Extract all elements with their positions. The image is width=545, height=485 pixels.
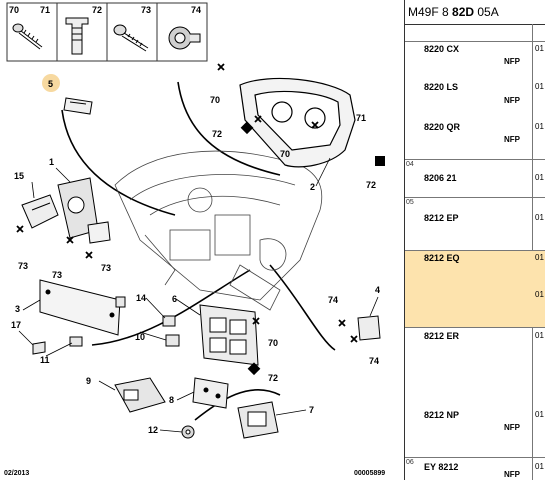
part-ref[interactable]: 8220 QR [424,122,461,132]
callout-10: 10 [135,332,145,342]
callout-71: 71 [356,113,366,123]
icon-strip-label-72: 72 [92,5,102,15]
callout-9: 9 [86,376,91,386]
ref-code-main: 82D [452,5,475,19]
part-tag: NFP [504,135,520,144]
part-4-clip [357,315,381,341]
callout-badge [42,74,60,92]
callout-2: 2 [310,182,315,192]
callout-1: 1 [49,157,54,167]
screw-icon [113,24,149,52]
screw-icon [12,23,43,50]
callout-17: 17 [11,320,21,330]
dashboard-outline [114,150,323,311]
footer-date: 02/2013 [4,470,29,477]
ref-code-prefix: M49F 8 [408,5,453,19]
part-tag: NFP [504,57,520,66]
callout-3: 3 [15,304,20,314]
callout-70: 70 [268,338,278,348]
part-tag: NFP [504,423,520,432]
list-group: 06 [405,457,545,481]
callout-11: 11 [40,355,50,365]
part-qty: 01 [535,44,544,53]
part-ref[interactable]: 8212 NP [424,410,460,420]
callout-74: 74 [369,356,379,366]
list-item-selected[interactable] [405,250,545,328]
fastener-markers [16,63,385,376]
group-index: 04 [406,161,414,168]
part-ref[interactable]: 8220 CX [424,44,460,54]
part-6-switch-panel [199,304,259,366]
reference-header: M49F 8 82D 05A [405,0,545,25]
callout-72: 72 [366,180,376,190]
part-ref[interactable]: 8212 EP [424,213,459,223]
icon-strip-label-70: 70 [9,5,19,15]
part-ref[interactable]: 8220 LS [424,82,459,92]
callout-73: 73 [101,263,111,273]
part-5-tab [63,97,93,115]
group-index: 05 [406,199,414,206]
part-12-knob [181,425,195,439]
pointer-lines [18,157,379,433]
part-qty: 01 [535,462,544,471]
part-9-console [114,377,166,413]
part-8-bracket [192,377,229,409]
part-qty: 01 [535,410,544,419]
callout-70: 70 [210,95,220,105]
icon-strip: 70 71 72 73 74 [6,2,208,62]
list-group: 04 [405,159,545,198]
ref-code-suffix: 05A [474,5,499,19]
part-qty: 01 [535,213,544,222]
callout-6: 6 [172,294,177,304]
icon-strip-label-74: 74 [191,5,201,15]
small-clips [32,296,180,355]
diagram-svg: 70 71 72 73 74 5 [4,2,385,477]
callout-70: 70 [280,149,290,159]
parts-list-panel: M49F 8 82D 05A 8220 CX NFP 01 8220 LS NF… [404,0,545,480]
part-1-duct [57,177,111,244]
part-qty: 01 [535,331,544,340]
callout-72: 72 [268,373,278,383]
part-ref[interactable]: 8212 EQ [424,253,460,263]
callout-4: 4 [375,285,380,295]
callout-5: 5 [48,79,53,89]
group-index: 06 [406,459,414,466]
part-qty: 01 [535,290,544,299]
list-group [405,41,545,160]
part-tag: NFP [504,96,520,105]
footer-ref: 00005899 [354,470,385,477]
callout-8: 8 [169,395,174,405]
part-tag: NFP [504,470,520,479]
callout-73: 73 [52,270,62,280]
part-15-bracket [21,194,59,229]
cluster-surround [239,77,356,168]
part-ref[interactable]: 8206 21 [424,173,457,183]
part-qty: 01 [535,82,544,91]
icon-strip-label-71: 71 [40,5,50,15]
part-qty: 01 [535,253,544,262]
part-qty: 01 [535,173,544,182]
callout-74: 74 [328,295,338,305]
part-3-panel [39,279,121,336]
icon-strip-label-73: 73 [141,5,151,15]
clip-icon [65,17,89,55]
part-7-cover [237,401,279,439]
callout-73: 73 [18,261,28,271]
part-ref[interactable]: EY 8212 [424,462,459,472]
list-group [405,327,545,458]
list-group: 05 [405,197,545,251]
part-qty: 01 [535,122,544,131]
exploded-diagram: 70 71 72 73 74 5 [4,2,385,477]
callout-12: 12 [148,425,158,435]
part-ref[interactable]: 8212 ER [424,331,460,341]
callout-15: 15 [14,171,24,181]
push-rivet-icon [168,26,201,50]
callout-14: 14 [136,293,146,303]
callout-7: 7 [309,405,314,415]
callout-72: 72 [212,129,222,139]
